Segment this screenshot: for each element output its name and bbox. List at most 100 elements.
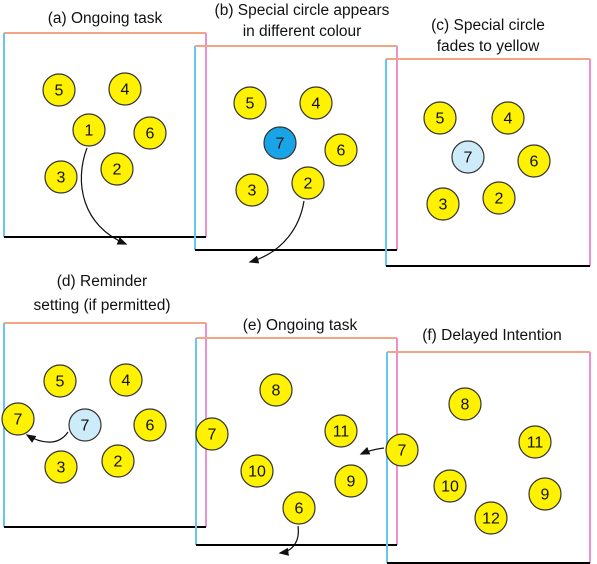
number-circle[interactable]: 6 bbox=[282, 491, 316, 525]
circle-number: 6 bbox=[146, 418, 155, 435]
number-circle[interactable]: 7 bbox=[385, 433, 419, 467]
number-circle[interactable]: 10 bbox=[433, 469, 467, 503]
number-circle[interactable]: 2 bbox=[100, 152, 134, 186]
number-circle[interactable]: 5 bbox=[43, 364, 77, 398]
circle-number: 10 bbox=[248, 464, 266, 481]
circle-number: 5 bbox=[436, 111, 445, 128]
circle-number: 11 bbox=[333, 424, 350, 441]
number-circle[interactable]: 3 bbox=[235, 173, 269, 207]
number-circle[interactable]: 4 bbox=[108, 72, 142, 106]
number-circle[interactable]: 11 bbox=[518, 425, 552, 459]
number-circle[interactable]: 9 bbox=[334, 464, 368, 498]
circle-number: 6 bbox=[146, 126, 155, 143]
circle-number: 5 bbox=[55, 83, 64, 100]
circle-shape bbox=[528, 477, 562, 511]
circle-number: 6 bbox=[295, 501, 304, 518]
number-circle[interactable]: 12 bbox=[474, 501, 508, 535]
panel-f: (f) Delayed Intention 8 7 11 10 9 12 bbox=[385, 327, 591, 564]
circle-shape bbox=[43, 364, 77, 398]
number-circle[interactable]: 8 bbox=[259, 373, 293, 407]
faded-number-circle[interactable]: 7 bbox=[451, 140, 485, 174]
number-circle[interactable]: 5 bbox=[42, 73, 76, 107]
number-circle[interactable]: 2 bbox=[482, 181, 516, 215]
number-circle[interactable]: 6 bbox=[133, 408, 167, 442]
circle-number: 2 bbox=[304, 176, 313, 193]
panel-caption: fades to yellow bbox=[437, 38, 540, 55]
number-circle[interactable]: 11 bbox=[324, 414, 358, 448]
number-circle[interactable]: 7 bbox=[195, 417, 229, 451]
circle-number: 7 bbox=[464, 150, 473, 167]
circle-number: 3 bbox=[439, 197, 448, 214]
circle-number: 7 bbox=[398, 443, 407, 460]
circle-number: 11 bbox=[527, 435, 544, 452]
number-circle[interactable]: 6 bbox=[324, 133, 358, 167]
circle-number: 2 bbox=[495, 191, 504, 208]
circle-shape bbox=[433, 469, 467, 503]
circle-shape bbox=[385, 433, 419, 467]
drag-arrow bbox=[278, 525, 299, 556]
number-circle[interactable]: 4 bbox=[491, 101, 525, 135]
circle-number: 5 bbox=[56, 374, 65, 391]
circle-number: 4 bbox=[504, 111, 513, 128]
circle-shape bbox=[233, 86, 267, 120]
number-circle[interactable]: 3 bbox=[44, 450, 78, 484]
number-circle[interactable]: 5 bbox=[423, 101, 457, 135]
number-circle[interactable]: 4 bbox=[299, 86, 333, 120]
circle-number: 7 bbox=[14, 412, 23, 429]
circle-number: 4 bbox=[122, 373, 131, 390]
circle-shape bbox=[42, 73, 76, 107]
panel-caption: (f) Delayed Intention bbox=[422, 327, 562, 344]
number-circle[interactable]: 7 bbox=[1, 402, 35, 436]
circle-shape bbox=[282, 491, 316, 525]
number-circle[interactable]: 2 bbox=[291, 166, 325, 200]
circle-shape bbox=[334, 464, 368, 498]
number-circle[interactable]: 8 bbox=[448, 387, 482, 421]
circle-shape bbox=[291, 166, 325, 200]
circle-shape bbox=[299, 86, 333, 120]
number-circle[interactable]: 2 bbox=[101, 444, 135, 478]
circle-shape bbox=[518, 425, 552, 459]
panel-b: (b) Special circle appears in different c… bbox=[194, 2, 398, 251]
circle-number: 9 bbox=[541, 487, 550, 504]
panel-caption: (e) Ongoing task bbox=[243, 317, 358, 334]
number-circle[interactable]: 4 bbox=[109, 363, 143, 397]
circle-number: 4 bbox=[312, 96, 321, 113]
circle-number: 8 bbox=[461, 397, 470, 414]
circle-shape bbox=[240, 454, 274, 488]
special-number-circle[interactable]: 7 bbox=[263, 126, 297, 160]
number-circle[interactable]: 10 bbox=[240, 454, 274, 488]
number-circle[interactable]: 5 bbox=[233, 86, 267, 120]
number-circle[interactable]: 1 bbox=[72, 113, 106, 147]
drag-arrow bbox=[25, 431, 69, 443]
number-circle[interactable]: 6 bbox=[133, 116, 167, 150]
faded-number-circle[interactable]: 7 bbox=[68, 408, 102, 442]
circle-shape bbox=[109, 363, 143, 397]
circle-shape bbox=[68, 408, 102, 442]
circle-shape bbox=[491, 101, 525, 135]
drag-arrow bbox=[248, 200, 305, 264]
panel-caption: in different colour bbox=[243, 23, 362, 40]
drag-arrow bbox=[359, 446, 385, 455]
number-circle[interactable]: 3 bbox=[44, 160, 78, 194]
circle-shape bbox=[72, 113, 106, 147]
number-circle[interactable]: 6 bbox=[517, 144, 551, 178]
panel-caption: (d) Reminder bbox=[57, 273, 147, 290]
circle-number: 2 bbox=[114, 454, 123, 471]
panel-caption: setting (if permitted) bbox=[34, 297, 171, 314]
circle-number: 2 bbox=[113, 162, 122, 179]
number-circle[interactable]: 9 bbox=[528, 477, 562, 511]
circle-shape bbox=[423, 101, 457, 135]
circle-shape bbox=[235, 173, 269, 207]
circle-shape bbox=[263, 126, 297, 160]
panel-e: (e) Ongoing task 8 7 11 10 9 6 bbox=[195, 317, 398, 546]
circle-shape bbox=[482, 181, 516, 215]
circle-number: 8 bbox=[272, 383, 281, 400]
circle-shape bbox=[133, 408, 167, 442]
panel-caption: (b) Special circle appears bbox=[215, 2, 390, 19]
circle-shape bbox=[44, 450, 78, 484]
number-circle[interactable]: 3 bbox=[426, 187, 460, 221]
